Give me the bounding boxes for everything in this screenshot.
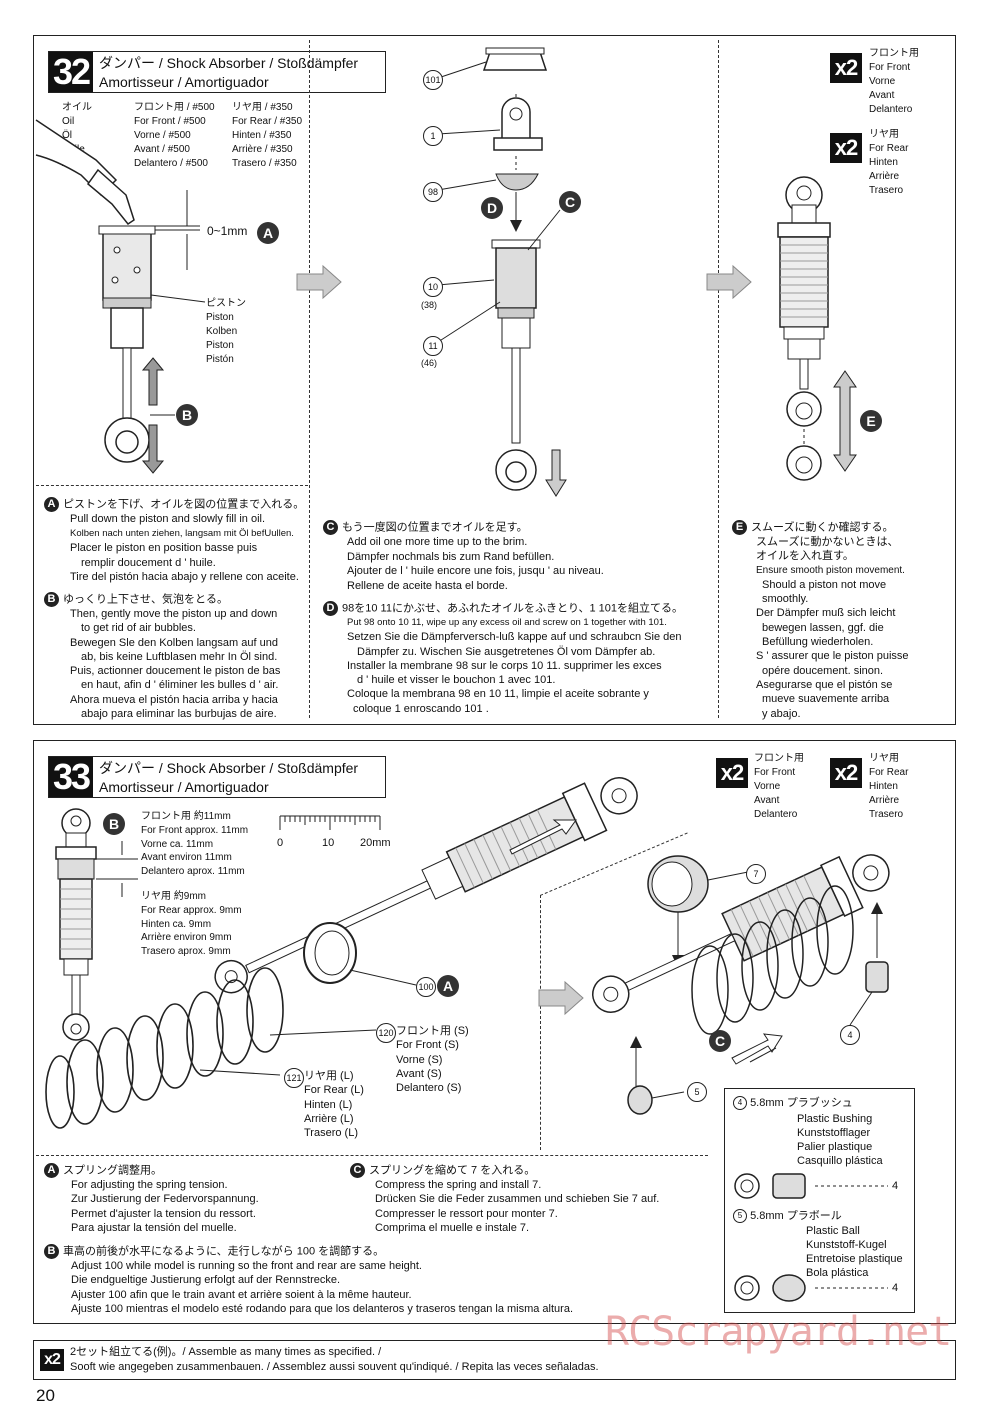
next-step-arrow [296,264,342,300]
spring-retainer-assembly-illustration [592,854,890,1115]
callout-d: D [481,197,503,219]
part-121-label: 121 [284,1068,304,1088]
gap-label: 0~1mm [207,224,248,238]
callout-e: E [860,410,882,432]
scale-label-10: 10 [322,837,335,849]
watermark: RCScrapyard.net [605,1309,952,1355]
next-step-arrow [706,264,752,300]
part-98-label: 98 [423,182,443,202]
next-step-arrow [538,980,584,1016]
ball-qty: 4 [892,1282,899,1294]
spring-assembly-illustration [45,777,638,1129]
ball-title: 5 5.8mm プラボール [733,1209,842,1224]
step-33-header: 33 ダンパー / Shock Absorber / Stoßdämpfer A… [48,756,386,798]
part-120-label: 120 [376,1023,396,1043]
divider [540,895,541,1150]
part-100-label: 100 [416,977,436,997]
quantity-badge: x2 [830,53,862,83]
shock-body-filling-illustration [98,190,206,474]
page-number: 20 [36,1386,55,1405]
footer-note-line2: Sooft wie angegeben zusammenbauen. / Ass… [70,1361,599,1373]
spring-rear-labels: リヤ用 (L)For Rear (L)Hinten (L)Arrière (L)… [304,1070,364,1140]
divider [36,1155,708,1156]
part-5-label: 5 [687,1082,707,1102]
assembled-shock-illustration [777,176,857,481]
scale-label-20: 20mm [360,837,391,849]
bushing-qty: 4 [892,1180,899,1192]
callout-c: C [559,191,581,213]
shock-cap-assembly-illustration [437,47,567,497]
callout-b: B [176,404,198,426]
part-10-label: 10 [423,277,443,297]
spring-front-labels: フロント用 (S)For Front (S)Vorne (S)Avant (S)… [396,1025,469,1095]
part-7-label: 7 [746,864,766,884]
quantity-badge: x2 [830,133,862,163]
part-1-label: 1 [423,126,443,146]
quantity-badge: x2 [40,1349,64,1371]
step-subtitle: Amortisseur / Amortiguador [99,74,269,90]
spring-preload-shock-illustration [55,808,138,1041]
step-32-header: 32 ダンパー / Shock Absorber / Stoßdämpfer A… [48,51,386,93]
parts-list-box [724,1088,915,1313]
part-10-qty: (38) [421,300,438,310]
step-number: 33 [49,756,93,797]
part-4-label: 4 [840,1025,860,1045]
footer-note-box [33,1340,956,1380]
step-subtitle: Amortisseur / Amortiguador [99,779,269,795]
bushing-title: 4 5.8mm プラブッシュ [733,1096,853,1111]
divider [309,40,310,718]
callout-c: C [709,1030,731,1052]
divider [36,485,308,486]
part-11-label: 11 [423,336,443,356]
step-title: ダンパー / Shock Absorber / Stoßdämpfer [99,55,359,71]
scale-ruler [279,815,381,830]
part-101-label: 101 [423,70,443,90]
plastic-bushing-illustration [734,1173,888,1199]
divider [718,40,719,718]
oil-bottle-illustration [35,119,135,226]
quantity-badge: x2 [830,758,862,788]
callout-a: A [257,222,279,244]
quantity-badge: x2 [716,758,748,788]
footer-note-line1: 2セット組立てる(例)。/ Assemble as many times as … [70,1346,382,1358]
step-title: ダンパー / Shock Absorber / Stoßdämpfer [99,760,359,776]
callout-a: A [437,975,459,997]
part-11-qty: (46) [421,358,438,368]
step-number: 32 [49,51,93,92]
callout-b: B [103,813,125,835]
scale-label-0: 0 [277,837,284,849]
plastic-ball-illustration [734,1274,888,1302]
